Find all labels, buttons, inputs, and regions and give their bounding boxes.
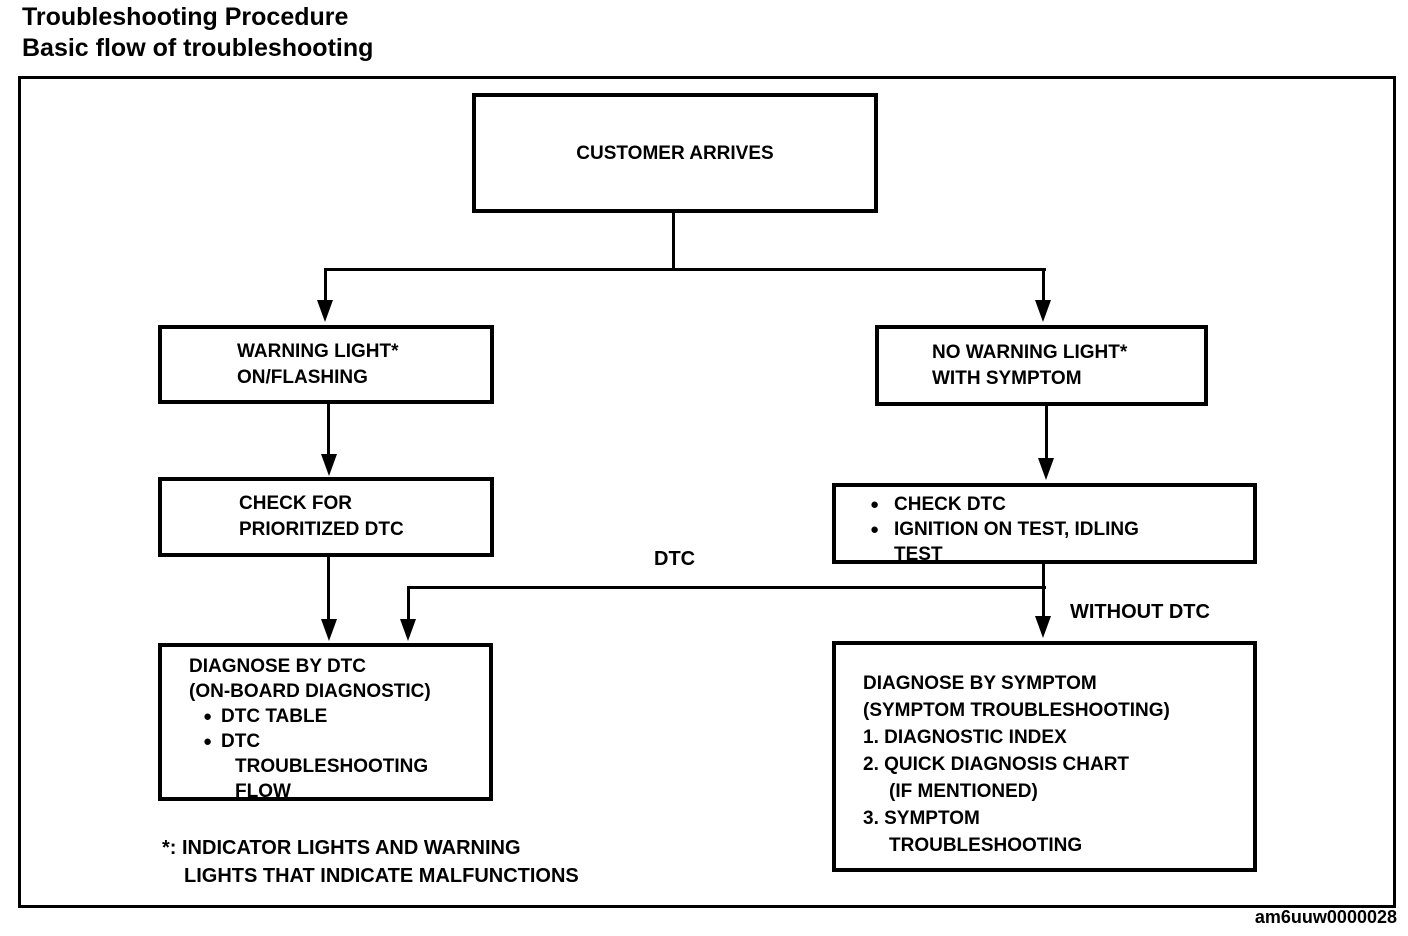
node-diagnose-by-symptom: DIAGNOSE BY SYMPTOM (SYMPTOM TROUBLESHOO…	[832, 641, 1257, 872]
connector-customer-down	[672, 211, 675, 270]
diagnose-by-dtc-bullet1-label: DTC TABLE	[221, 706, 328, 727]
diagnose-by-dtc-bullet2-line2: TROUBLESHOOTING	[235, 756, 429, 777]
arrow-shaft-dtc-to-diagdtc	[407, 586, 410, 621]
footnote-line1: *: INDICATOR LIGHTS AND WARNING	[162, 837, 521, 859]
arrowhead-nowarning-to-checkdtc	[1038, 458, 1054, 480]
node-warning-light-line2: ON/FLASHING	[237, 366, 368, 388]
arrow-shaft-warning-to-checkpri	[327, 403, 330, 456]
diagnose-by-dtc-bullet2-line3: FLOW	[235, 781, 291, 802]
diagnose-by-dtc-bullet1-row: ● DTC TABLE	[189, 704, 485, 729]
arrow-shaft-checkpri-to-diagdtc	[327, 555, 330, 621]
node-check-dtc: ● CHECK DTC ● IGNITION ON TEST, IDLING T…	[832, 483, 1257, 565]
diagnose-by-dtc-bullet2-line1: DTC	[221, 731, 261, 752]
arrow-shaft-nowarning-to-checkdtc	[1045, 405, 1048, 460]
check-dtc-bullet1-label: CHECK DTC	[894, 494, 1006, 515]
node-diagnose-by-dtc: DIAGNOSE BY DTC (ON-BOARD DIAGNOSTIC) ● …	[158, 643, 493, 802]
arrow-shaft-to-warning	[324, 268, 327, 302]
arrowhead-to-no-warning	[1035, 300, 1051, 322]
edge-label-without-dtc: WITHOUT DTC	[1070, 601, 1210, 623]
arrow-shaft-to-no-warning	[1042, 268, 1045, 302]
node-check-prioritized-dtc-line1: CHECK FOR	[239, 493, 352, 514]
bullet-icon: ●	[203, 733, 213, 750]
diagnose-by-dtc-line2: (ON-BOARD DIAGNOSTIC)	[189, 681, 431, 702]
diagnose-by-symptom-item1: 1. DIAGNOSTIC INDEX	[863, 727, 1067, 748]
arrow-shaft-withoutdtc-to-diagsym	[1042, 589, 1045, 617]
page-title: Troubleshooting Procedure Basic flow of …	[22, 2, 373, 64]
node-check-prioritized-dtc-line2: PRIORITIZED DTC	[239, 519, 404, 540]
page-title-line2: Basic flow of troubleshooting	[22, 34, 374, 62]
arrowhead-withoutdtc-to-diagsym	[1035, 616, 1051, 638]
diagnose-by-symptom-line1: DIAGNOSE BY SYMPTOM	[863, 673, 1097, 694]
diagram-frame	[18, 76, 1396, 908]
footnote: *: INDICATOR LIGHTS AND WARNING LIGHTS T…	[162, 834, 579, 890]
diagnose-by-symptom-item3-line1: 3. SYMPTOM	[863, 808, 980, 829]
node-no-warning-light-line1: NO WARNING LIGHT*	[932, 341, 1128, 363]
node-customer-arrives-label: CUSTOMER ARRIVES	[576, 142, 774, 164]
node-customer-arrives: CUSTOMER ARRIVES	[472, 93, 878, 213]
check-dtc-bullet2-row: ● IGNITION ON TEST, IDLING	[870, 517, 1249, 542]
figure-code: am6uuw0000028	[1254, 907, 1397, 927]
connector-split-bar	[324, 268, 1046, 271]
node-warning-light: WARNING LIGHT* ON/FLASHING	[158, 325, 494, 404]
diagnose-by-dtc-bullet2-row: ● DTC	[189, 729, 485, 754]
footnote-line2: LIGHTS THAT INDICATE MALFUNCTIONS	[184, 865, 579, 887]
page-title-line1: Troubleshooting Procedure	[22, 3, 349, 31]
diagnose-by-symptom-item2-line1: 2. QUICK DIAGNOSIS CHART	[863, 754, 1130, 775]
arrowhead-warning-to-checkpri	[321, 454, 337, 476]
check-dtc-bullet2-line2: TEST	[894, 544, 943, 565]
node-check-prioritized-dtc: CHECK FOR PRIORITIZED DTC	[158, 477, 494, 557]
node-warning-light-line1: WARNING LIGHT*	[237, 340, 399, 362]
arrowhead-checkpri-to-diagdtc	[321, 619, 337, 641]
diagnose-by-symptom-line2: (SYMPTOM TROUBLESHOOTING)	[863, 700, 1170, 721]
check-dtc-bullet2-line1: IGNITION ON TEST, IDLING	[894, 519, 1139, 540]
bullet-icon: ●	[870, 496, 880, 513]
edge-label-dtc: DTC	[654, 548, 696, 570]
bullet-icon: ●	[870, 521, 880, 538]
diagnose-by-symptom-item3-line2: TROUBLESHOOTING	[889, 835, 1083, 856]
arrowhead-to-warning	[317, 300, 333, 322]
bullet-icon: ●	[203, 708, 213, 725]
node-no-warning-light-line2: WITH SYMPTOM	[932, 367, 1082, 389]
connector-dtc-across	[407, 586, 1046, 589]
diagnose-by-symptom-item2-line2: (IF MENTIONED)	[889, 781, 1038, 802]
node-no-warning-light: NO WARNING LIGHT* WITH SYMPTOM	[875, 325, 1208, 406]
arrowhead-dtc-to-diagdtc	[400, 619, 416, 641]
check-dtc-bullet1-row: ● CHECK DTC	[870, 492, 1249, 517]
connector-checkdtc-down	[1042, 561, 1045, 589]
diagnose-by-dtc-line1: DIAGNOSE BY DTC	[189, 656, 367, 677]
